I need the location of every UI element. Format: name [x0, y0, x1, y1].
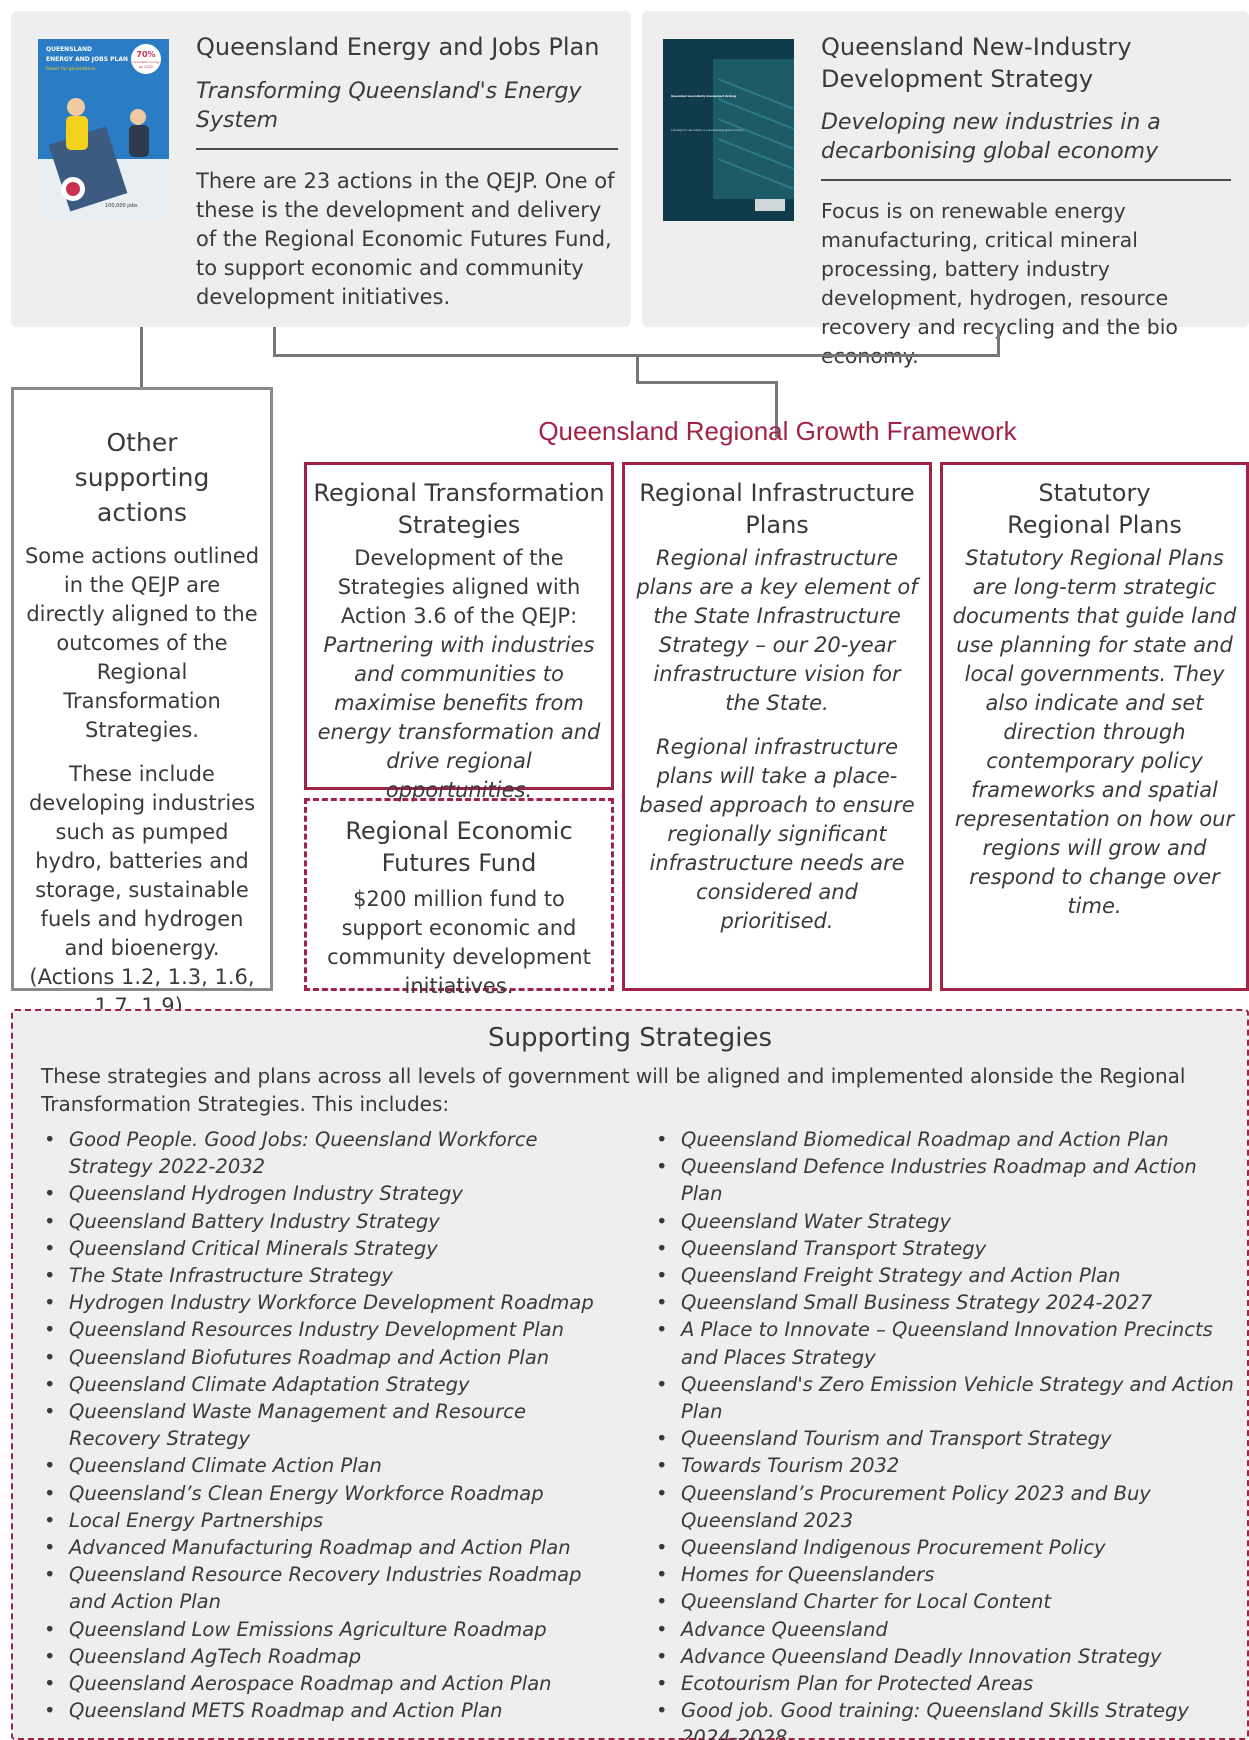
strategy-list-item: Queensland Transport Strategy	[654, 1235, 1244, 1262]
connector-qejp-drop	[273, 327, 276, 357]
strategy-list-item: Advanced Manufacturing Roadmap and Actio…	[42, 1534, 622, 1561]
connector-qejp-to-other	[140, 327, 143, 387]
strategy-list-item: Queensland Aerospace Roadmap and Action …	[42, 1670, 622, 1697]
rts-body-plain: Development of the Strategies aligned wi…	[337, 546, 581, 628]
strategy-list-item: Local Energy Partnerships	[42, 1507, 622, 1534]
qejp-cover-tagline: Power for generations	[46, 66, 96, 72]
reff-body: $200 million fund to support economic an…	[327, 887, 591, 998]
other-supporting-actions-para-1: Some actions outlined in the QEJP are di…	[24, 544, 260, 742]
srp-title: Statutory Regional Plans	[1007, 479, 1182, 539]
strategy-list-item: Advance Queensland	[654, 1616, 1244, 1643]
strategy-list-item: Ecotourism Plan for Protected Areas	[654, 1670, 1244, 1697]
reff-box: Regional Economic Futures Fund $200 mill…	[304, 798, 614, 998]
strategy-list-item: Queensland’s Clean Energy Workforce Road…	[42, 1480, 622, 1507]
connector-mid-horizontal	[636, 381, 778, 384]
qejp-cover-title-1: QUEENSLAND	[46, 46, 92, 53]
qejp-cover-badge-3: by 2032	[139, 65, 153, 69]
qejp-cover-image: QUEENSLAND ENERGY AND JOBS PLAN Power fo…	[38, 39, 169, 221]
rip-box: Regional Infrastructure Plans Regional i…	[622, 462, 932, 991]
srp-box: Statutory Regional Plans Statutory Regio…	[940, 462, 1249, 991]
qnids-card: Queensland new-industry development stra…	[642, 11, 1249, 368]
supporting-strategies-list-left: Good People. Good Jobs: Queensland Workf…	[42, 1126, 622, 1725]
supporting-strategies-list-right: Queensland Biomedical Roadmap and Action…	[654, 1126, 1244, 1740]
qejp-divider	[196, 148, 618, 150]
srp-body: Statutory Regional Plans are long-term s…	[952, 546, 1237, 918]
strategy-list-item: Queensland METS Roadmap and Action Plan	[42, 1697, 622, 1724]
qnids-title: Queensland New-Industry Development Stra…	[821, 33, 1132, 93]
rip-para-2: Regional infrastructure plans will take …	[639, 735, 915, 933]
strategy-list-item: Queensland Low Emissions Agriculture Roa…	[42, 1616, 622, 1643]
rts-box: Regional Transformation Strategies Devel…	[304, 462, 614, 802]
strategy-list-item: Queensland Climate Action Plan	[42, 1452, 622, 1479]
qejp-cover-badge-2: renewable energy	[132, 60, 159, 64]
strategy-list-item: Queensland Resources Industry Developmen…	[42, 1316, 622, 1343]
strategy-list-item: Queensland Climate Adaptation Strategy	[42, 1371, 622, 1398]
connector-qnids-drop	[997, 327, 1000, 357]
rip-para-1: Regional infrastructure plans are a key …	[636, 546, 918, 715]
strategy-list-item: Queensland AgTech Roadmap	[42, 1643, 622, 1670]
strategy-list-item: Hydrogen Industry Workforce Development …	[42, 1289, 622, 1316]
strategy-list-item: Queensland Waste Management and Resource…	[42, 1398, 622, 1452]
strategy-list-item: Queensland Freight Strategy and Action P…	[654, 1262, 1244, 1289]
qnids-cover-subtitle: A strategy for new industry in a decarbo…	[671, 129, 744, 132]
supporting-strategies-title: Supporting Strategies	[487, 1023, 773, 1053]
strategy-list-item: Queensland Tourism and Transport Strateg…	[654, 1425, 1244, 1452]
strategy-list-item: Good job. Good training: Queensland Skil…	[654, 1697, 1244, 1740]
strategy-list-item: Queensland Resource Recovery Industries …	[42, 1561, 622, 1615]
strategy-list-item: Queensland’s Procurement Policy 2023 and…	[654, 1480, 1244, 1534]
supporting-strategies-intro: These strategies and plans across all le…	[41, 1064, 1186, 1116]
qejp-cover-jobs: 100,000 jobs	[105, 203, 138, 209]
qnids-cover-title: Queensland new-industry development stra…	[671, 95, 737, 98]
strategy-list-item: Queensland Small Business Strategy 2024-…	[654, 1289, 1244, 1316]
qejp-cover-badge-1: 70%	[136, 50, 155, 59]
connector-mid-vertical	[636, 354, 639, 384]
other-supporting-actions-box: Other supporting actions Some actions ou…	[11, 387, 273, 1018]
strategy-list-item: Queensland Biofutures Roadmap and Action…	[42, 1344, 622, 1371]
strategy-list-item: Queensland's Zero Emission Vehicle Strat…	[654, 1371, 1244, 1425]
strategy-list-item: A Place to Innovate – Queensland Innovat…	[654, 1316, 1244, 1370]
strategy-list-item: Queensland Charter for Local Content	[654, 1588, 1244, 1615]
strategy-list-item: Good People. Good Jobs: Queensland Workf…	[42, 1126, 622, 1180]
strategy-list-item: Queensland Water Strategy	[654, 1208, 1244, 1235]
other-supporting-actions-title: Other supporting actions	[74, 428, 210, 527]
qnids-subtitle: Developing new industries in a decarboni…	[821, 110, 1161, 164]
supporting-strategies-panel: Supporting Strategies These strategies a…	[11, 1009, 1249, 1740]
reff-title: Regional Economic Futures Fund	[345, 817, 573, 877]
qejp-card: QUEENSLAND ENERGY AND JOBS PLAN Power fo…	[11, 11, 631, 327]
rts-body: Development of the Strategies aligned wi…	[307, 544, 611, 805]
strategy-list-item: The State Infrastructure Strategy	[42, 1262, 622, 1289]
qnids-divider	[821, 179, 1231, 181]
other-supporting-actions-para-2: These include developing industries such…	[28, 762, 256, 1018]
qejp-body: There are 23 actions in the QEJP. One of…	[196, 169, 615, 309]
qejp-title: Queensland Energy and Jobs Plan	[196, 33, 600, 61]
strategy-list-item: Towards Tourism 2032	[654, 1452, 1244, 1479]
qnids-cover-image: Queensland new-industry development stra…	[663, 39, 794, 221]
rts-body-italic: Partnering with industries and communiti…	[317, 633, 601, 802]
strategy-list-item: Queensland Indigenous Procurement Policy	[654, 1534, 1244, 1561]
qejp-subtitle: Transforming Queensland's Energy System	[196, 79, 582, 133]
framework-title: Queensland Regional Growth Framework	[538, 416, 1017, 446]
strategy-list-item: Advance Queensland Deadly Innovation Str…	[654, 1643, 1244, 1670]
strategy-list-item: Queensland Battery Industry Strategy	[42, 1208, 622, 1235]
rip-title: Regional Infrastructure Plans	[639, 479, 915, 539]
qejp-cover-title-2: ENERGY AND JOBS PLAN	[46, 56, 128, 63]
strategy-list-item: Queensland Critical Minerals Strategy	[42, 1235, 622, 1262]
strategy-list-item: Queensland Biomedical Roadmap and Action…	[654, 1126, 1244, 1153]
connector-to-framework	[775, 381, 778, 437]
rts-title: Regional Transformation Strategies	[313, 479, 605, 539]
strategy-list-item: Homes for Queenslanders	[654, 1561, 1244, 1588]
strategy-list-item: Queensland Defence Industries Roadmap an…	[654, 1153, 1244, 1207]
strategy-list-item: Queensland Hydrogen Industry Strategy	[42, 1180, 622, 1207]
qnids-body: Focus is on renewable energy manufacturi…	[821, 199, 1178, 368]
